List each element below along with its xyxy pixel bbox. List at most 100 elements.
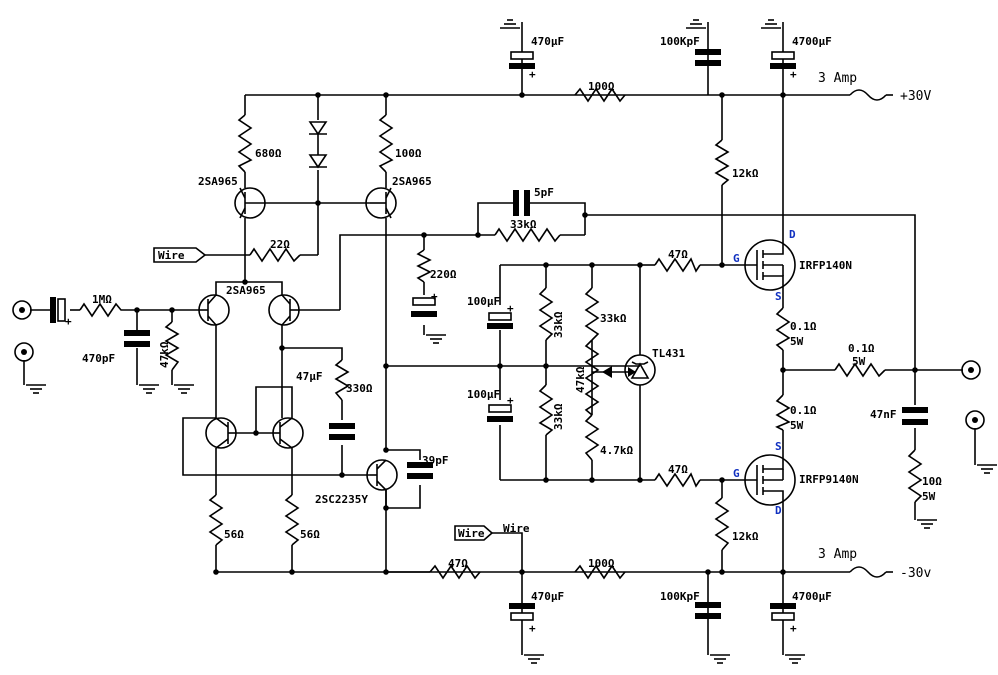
transistors — [198, 187, 796, 506]
svg-text:+: + — [790, 68, 797, 81]
pin-g-top: G — [733, 252, 740, 265]
label-irfp9140n: IRFP9140N — [799, 473, 859, 486]
pos-rail-label: +30V — [900, 89, 931, 104]
fuse-neg-label: 3 Amp — [818, 547, 857, 562]
diodes — [308, 121, 656, 386]
pin-s-bot: S — [775, 440, 782, 453]
capacitors: + + + + — [50, 49, 928, 635]
resistor-33k-a — [538, 287, 554, 341]
label-r-12k-bot: 12kΩ — [732, 530, 759, 543]
transistor-mirror-right — [272, 417, 304, 449]
diode-1 — [308, 121, 328, 136]
label-r-47k-in: 47kΩ — [158, 341, 171, 368]
fuse-negative — [849, 566, 887, 578]
label-r-100-bot: 100Ω — [588, 557, 615, 570]
label-c-39p: 39pF — [422, 454, 449, 467]
transistor-mirror-left — [205, 417, 237, 449]
label-c-470p: 470pF — [82, 352, 115, 365]
resistor-12k-top — [714, 139, 730, 186]
label-r-10-w: 5W — [922, 490, 936, 503]
label-q2: 2SA965 — [392, 175, 432, 188]
label-r-01-bot: 0.1Ω — [790, 404, 817, 417]
svg-text:+: + — [790, 622, 797, 635]
label-tl431: TL431 — [652, 347, 685, 360]
label-r-01-top: 0.1Ω — [790, 320, 817, 333]
label-q-diff: 2SA965 — [226, 284, 266, 297]
label-r-680: 680Ω — [255, 147, 282, 160]
resistor-4k7 — [584, 414, 600, 461]
pin-d-bot: D — [775, 504, 782, 517]
input-jack — [12, 300, 32, 320]
label-q-vas: 2SC2235Y — [315, 493, 368, 506]
cap-100u-top: + — [487, 302, 514, 329]
cap-47n — [902, 407, 928, 425]
label-c-470u-bot: 470µF — [531, 590, 564, 603]
cap-100k-bot — [695, 602, 721, 619]
cap-5p — [513, 190, 530, 216]
resistor-33k-fb — [494, 227, 561, 243]
label-r-22: 22Ω — [270, 238, 290, 251]
label-r-33k-fb: 33kΩ — [510, 218, 537, 231]
label-irfp140n: IRFP140N — [799, 259, 852, 272]
wire-tag-1 — [153, 247, 207, 263]
input-ground-jack — [14, 342, 34, 362]
label-r-47-gate-bot: 47Ω — [668, 463, 688, 476]
label-r-01-out: 0.1Ω — [848, 342, 875, 355]
wire-tag-2 — [454, 525, 494, 541]
cap-4700u-bot: + — [770, 603, 797, 635]
output-jack — [961, 360, 981, 380]
label-r-100-top: 100Ω — [588, 80, 615, 93]
resistor-220 — [416, 249, 432, 283]
wire-tag-1-text: Wire — [158, 249, 185, 262]
resistor-100-top — [574, 87, 626, 103]
svg-text:+: + — [529, 622, 536, 635]
mosfet-irfp140n — [722, 239, 796, 291]
label-wire-2: Wire — [503, 522, 530, 535]
fuses — [849, 89, 887, 578]
transistor-diff-right — [268, 294, 300, 326]
svg-text:+: + — [529, 68, 536, 81]
label-q1: 2SA965 — [198, 175, 238, 188]
transistor-q2 — [365, 187, 397, 219]
transistor-diff-left — [198, 294, 230, 326]
cap-47u — [329, 423, 355, 440]
resistor-10 — [907, 449, 923, 503]
label-r-100-q2: 100Ω — [395, 147, 422, 160]
neg-rail-label: -30v — [900, 566, 931, 581]
cap-100k-top — [695, 49, 721, 66]
resistor-01-bot — [775, 394, 791, 431]
resistor-330 — [334, 359, 350, 401]
resistor-33k-c — [584, 287, 600, 341]
label-c-470u-top: 470µF — [531, 35, 564, 48]
label-r-12k-top: 12kΩ — [732, 167, 759, 180]
resistors — [79, 87, 923, 580]
labels: 3 Amp +30V 3 Amp -30v 470µF 100KpF 4700µ… — [82, 35, 942, 603]
resistor-01-top — [775, 307, 791, 351]
label-r-220: 220Ω — [430, 268, 457, 281]
cap-39p — [407, 462, 433, 479]
resistor-100-q2 — [378, 114, 394, 173]
label-r-47-gate-top: 47Ω — [668, 248, 688, 261]
diode-2 — [308, 154, 328, 169]
cap-100u-bot: + — [487, 394, 514, 422]
label-r-01-top-w: 5W — [790, 335, 804, 348]
svg-text:+: + — [507, 394, 514, 407]
wires — [23, 22, 976, 655]
transistor-q1 — [234, 187, 266, 219]
label-c-100u-top: 100µF — [467, 295, 500, 308]
resistor-680 — [237, 114, 253, 173]
pin-s-top: S — [775, 290, 782, 303]
fuse-positive — [849, 89, 887, 101]
label-r-56-right: 56Ω — [300, 528, 320, 541]
tl431-shunt — [624, 354, 656, 386]
output-ground-jack — [965, 410, 985, 430]
cap-220-bypass: + — [411, 290, 438, 317]
resistor-12k-bot — [714, 497, 730, 551]
label-c-100u-bot: 100µF — [467, 388, 500, 401]
label-r-56-left: 56Ω — [224, 528, 244, 541]
fuse-pos-label: 3 Amp — [818, 71, 857, 86]
label-c-5p: 5pF — [534, 186, 554, 199]
transistor-vas — [366, 459, 398, 491]
label-r-47-bot: 47Ω — [448, 557, 468, 570]
